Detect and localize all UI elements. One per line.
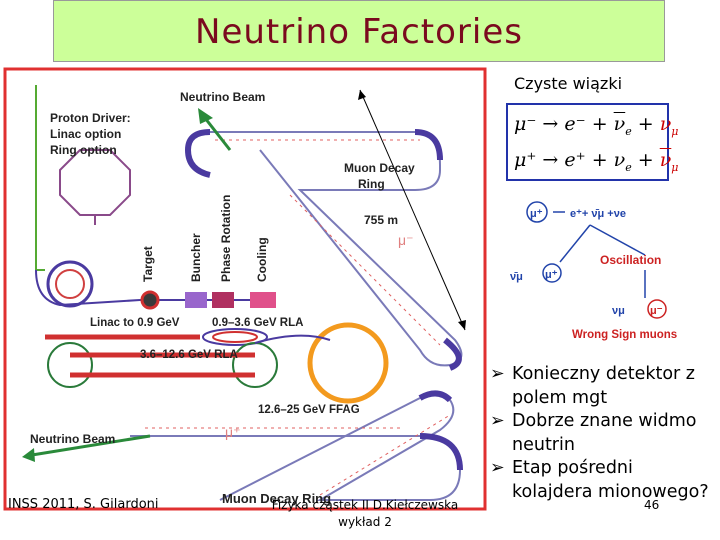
proton-driver-label: Proton Driver: — [50, 111, 131, 125]
phase-rotation-label: Phase Rotation — [219, 195, 233, 282]
cooling-block — [250, 292, 276, 308]
mu-plus-label: μ⁺ — [225, 424, 240, 440]
decay-formulas-box: μ⁻ → e⁻ + νe + νμ μ⁺ → e⁺ + νe + νμ — [506, 103, 678, 181]
accumulator-ring — [46, 260, 94, 308]
length-label: 755 m — [364, 213, 398, 227]
linac-label: Linac to 0.9 GeV — [90, 317, 180, 329]
mu-minus-label: μ⁻ — [398, 232, 413, 248]
bullet-list: ➢ Konieczny detektor z polem mgt ➢ Dobrz… — [490, 363, 718, 504]
rla1 — [202, 328, 268, 346]
bullet-item: ➢ Dobrze znane widmo neutrin — [490, 410, 718, 457]
osc-mu-plus-top: μ⁺ — [530, 208, 543, 220]
muon-decay-ring-top-label-1: Muon Decay — [344, 161, 415, 175]
schematic-frame — [3, 67, 487, 511]
title-box: Neutrino Factories — [53, 0, 665, 62]
neutrino-beam-arrow-bottom — [31, 434, 151, 457]
bullet-arrow-icon: ➢ — [490, 458, 505, 478]
ring-option-label: Ring option — [50, 143, 117, 157]
bullet-arrow-icon: ➢ — [490, 364, 505, 384]
osc-mu-plus: μ⁺ — [545, 269, 558, 281]
neutrino-factory-diagram: Neutrino Beam Proton Driver: Linac optio… — [3, 67, 677, 511]
osc-nu-mu: νμ — [612, 305, 625, 317]
osc-label: Oscillation — [600, 253, 661, 267]
buncher-label: Buncher — [189, 233, 203, 282]
linac-option-label: Linac option — [50, 127, 121, 141]
target-block — [140, 290, 160, 310]
muon-decay-ring-bottom-label: Muon Decay Ring — [222, 491, 331, 506]
rla2-label: 3.6–12.6 GeV RLA — [140, 349, 238, 361]
ffag-label: 12.6–25 GeV FFAG — [258, 404, 360, 416]
slide-title: Neutrino Factories — [195, 12, 523, 52]
clean-beams-label: Czyste wiązki — [514, 74, 623, 93]
rla2-left-loop — [47, 342, 93, 388]
bullet-item: ➢ Konieczny detektor z polem mgt — [490, 363, 718, 410]
bullet-arrow-icon: ➢ — [490, 411, 505, 431]
buncher-block — [185, 292, 207, 308]
osc-nu-bar-mu: ν̄μ — [510, 271, 523, 283]
wrong-sign-label: Wrong Sign muons — [572, 329, 677, 341]
phase-rotation-block — [212, 292, 234, 308]
footer-course: Fizyka cząstek II D.Kiełczewska wykład 2 — [271, 498, 459, 529]
proton-ring-option — [59, 149, 131, 216]
osc-mu-minus: μ⁻ — [650, 305, 663, 317]
ffag-ring — [307, 322, 389, 404]
page-number: 46 — [644, 498, 660, 512]
oscillation-diagram: μ⁺ e⁺+ ν̄μ +νe Oscillation ν̄μ μ⁺ νμ μ⁻ … — [510, 201, 677, 341]
bullet-item: ➢ Etap pośredni kolajdera mionowego? — [490, 457, 718, 504]
length-arrow — [359, 89, 466, 331]
osc-products: e⁺+ ν̄μ +νe — [570, 208, 626, 220]
neutrino-beam-bottom-label: Neutrino Beam — [30, 432, 115, 446]
decay-formula-2: μ⁺ → e⁺ + νe + νμ — [514, 149, 679, 174]
footer-credit: INSS 2011, S. Gilardoni — [8, 497, 159, 512]
cooling-label: Cooling — [255, 237, 269, 282]
muon-decay-ring-top-label-2: Ring — [358, 177, 385, 191]
neutrino-beam-arrow-top — [203, 117, 232, 151]
rla1-label: 0.9–3.6 GeV RLA — [212, 317, 303, 329]
decay-formula-1: μ⁻ → e⁻ + νe + νμ — [514, 113, 679, 138]
target-label: Target — [141, 246, 155, 282]
neutrino-beam-top-label: Neutrino Beam — [180, 90, 265, 104]
